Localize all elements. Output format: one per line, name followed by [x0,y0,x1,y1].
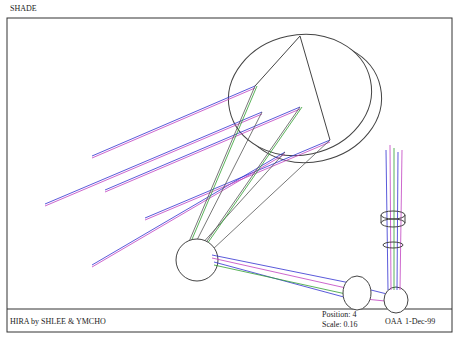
output-rays [386,145,402,290]
code-label: OAA [385,318,402,326]
page-title: SHADE [10,5,37,13]
position-note: Position: 4 [322,311,356,319]
footer-rule [7,309,452,310]
reflected-rays [188,86,330,250]
incoming-rays [45,86,330,267]
lens [343,276,408,313]
author-credit: HIRA by SHLEE & YMCHO [10,318,106,326]
frame [7,18,452,332]
date-label: 1-Dec-99 [405,318,435,326]
secondary-mirror [176,239,218,281]
scale-note: Scale: 0.16 [322,321,358,329]
tube-element [381,211,405,248]
